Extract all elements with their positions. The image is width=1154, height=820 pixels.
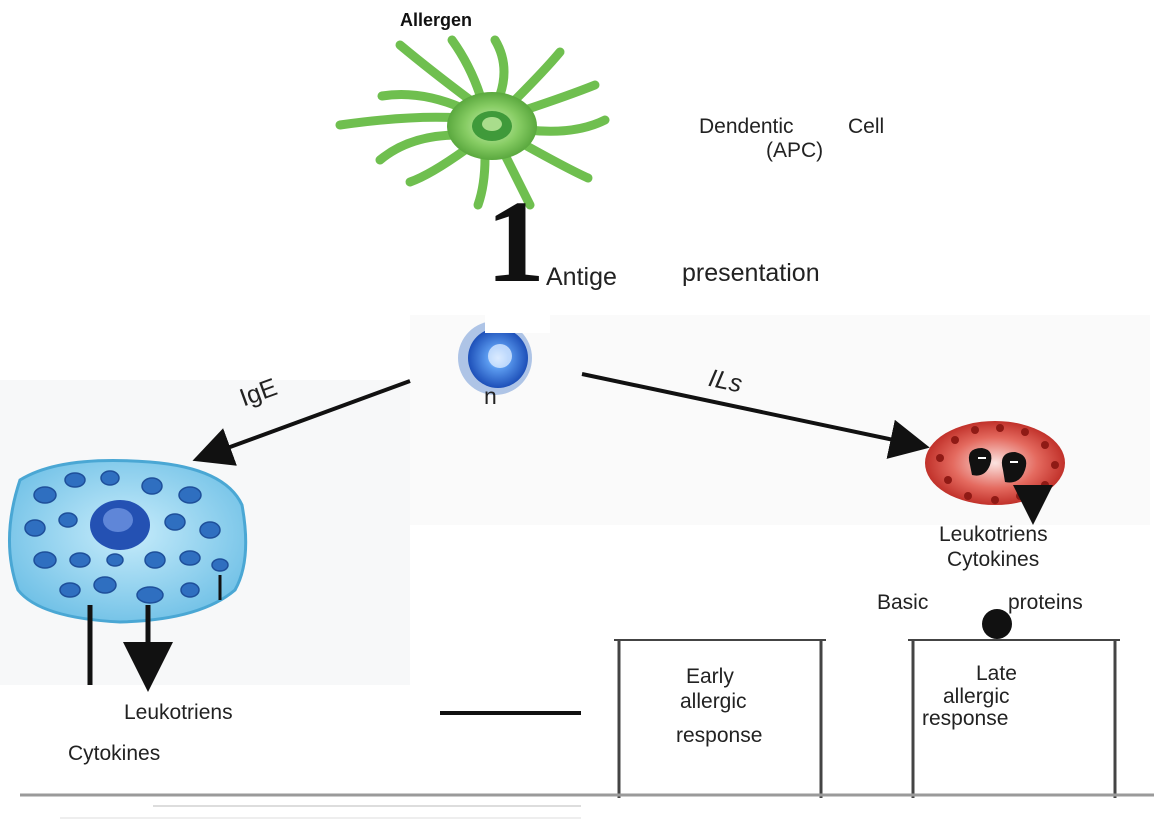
right-products-line1: Leukotriens [939,523,1048,546]
antigen-label: Antige [546,263,617,291]
eosinophil-icon [925,421,1065,505]
early-response-line2: allergic [680,690,747,713]
basic-label: Basic [877,591,929,614]
marker-dot [982,609,1012,639]
presentation-label: presentation [682,259,820,287]
left-products-line1: Leukotriens [124,701,233,724]
ige-arrow [192,379,411,466]
dendritic-cell-label-1: Dendentic [699,115,794,138]
dendritic-cell-icon [335,35,610,210]
late-response-line2: allergic [943,685,1010,708]
t-cell-icon [458,315,550,395]
ils-arrow [581,372,930,459]
early-response-line3: response [676,724,763,747]
allergen-label: Allergen [400,10,473,30]
step-number: 1 [486,176,545,307]
late-response-box [908,639,1120,798]
right-products-line2: Cytokines [947,548,1040,571]
late-response-line1: Late [976,662,1017,685]
antigen-suffix: n [484,383,497,409]
early-response-box [614,639,826,798]
proteins-label: proteins [1008,591,1083,614]
mast-cell-icon [7,459,248,624]
left-products-line2: Cytokines [68,742,161,765]
early-response-line1: Early [686,665,734,688]
dendritic-cell-label-2: (APC) [766,139,824,162]
dendritic-cell-label-cell: Cell [848,115,885,138]
late-response-line3: response [922,707,1009,730]
